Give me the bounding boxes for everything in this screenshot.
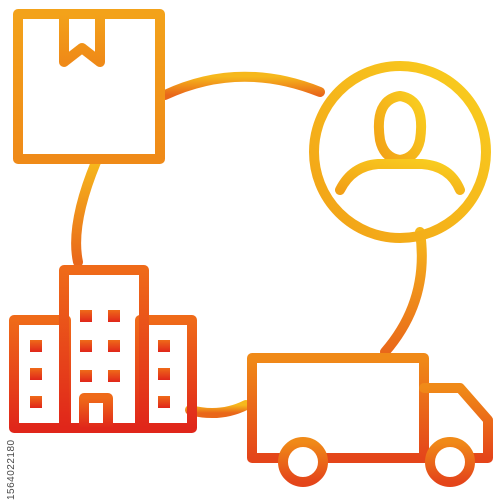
package-box-icon [13, 9, 165, 164]
stock-watermark-id: 1564022180 [6, 439, 17, 500]
delivery-truck-icon [247, 353, 493, 487]
building-windows [30, 310, 170, 408]
office-building-icon [9, 265, 197, 433]
user-profile-icon [309, 61, 491, 243]
